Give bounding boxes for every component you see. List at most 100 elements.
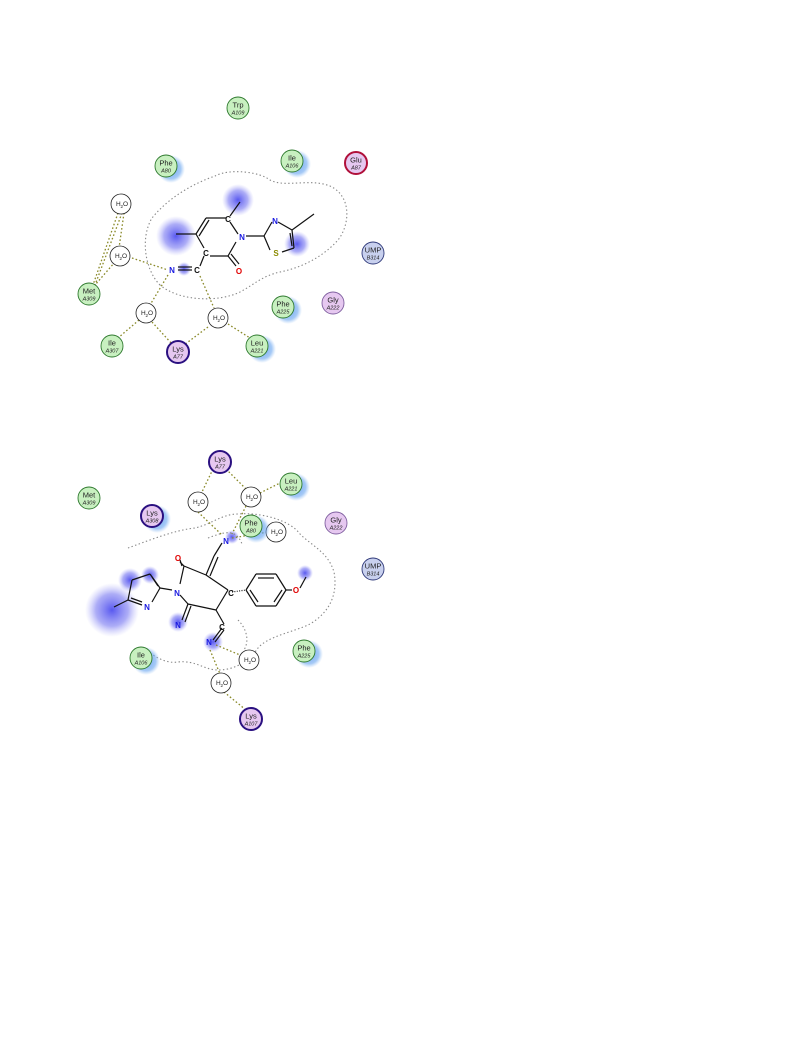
- ligand-exposure-blob: [118, 568, 142, 592]
- water-o: O: [251, 657, 256, 664]
- interaction-diagram-bottom: O N N N N C C N O H 2 O H 2 O: [77, 450, 385, 731]
- water-sub: 2: [218, 318, 221, 323]
- residue-number: A307: [105, 349, 120, 355]
- residue-number: B314: [367, 572, 380, 578]
- water-sub: 2: [198, 502, 201, 507]
- residue-name: Leu: [251, 339, 264, 348]
- water-molecule: H 2 O: [187, 491, 209, 513]
- atom-label: C: [203, 249, 209, 258]
- residue-name: Phe: [276, 300, 289, 309]
- water-molecule: H 2 O: [210, 672, 232, 694]
- ligand-exposure-blob: [222, 184, 254, 216]
- water-sub: 2: [146, 313, 149, 318]
- water-group: H 2 O H 2 O H 2 O H 2 O: [187, 486, 287, 694]
- water-sub: 2: [249, 660, 252, 665]
- residue-name: Leu: [285, 477, 298, 486]
- residue-number: A77: [172, 355, 184, 361]
- residue-disc: [77, 282, 101, 306]
- residue-disc: [129, 646, 153, 670]
- residue-disc: [166, 340, 190, 364]
- residue-name: Ile: [288, 154, 296, 163]
- residue-name: Met: [83, 491, 96, 500]
- water-o: O: [278, 529, 283, 536]
- ligand-exposure-blob: [203, 632, 223, 652]
- atom-label: N: [206, 638, 212, 647]
- residue-disc: [279, 472, 303, 496]
- residue-name: Gly: [327, 296, 339, 305]
- water-o: O: [148, 310, 153, 317]
- water-h: H: [213, 315, 218, 322]
- residue-disc: [292, 639, 316, 663]
- residue-name: Gly: [330, 516, 342, 525]
- residue-number: A225: [297, 654, 312, 660]
- residue-disc: [239, 514, 263, 538]
- water-o: O: [253, 494, 258, 501]
- residue-number: A309: [82, 501, 96, 507]
- water-o: O: [200, 499, 205, 506]
- residue-name: Phe: [244, 519, 257, 528]
- residue-name: Lys: [214, 455, 226, 464]
- residue-disc: [321, 291, 345, 315]
- ligand-exposure-blob: [225, 530, 239, 544]
- water-molecule: H 2 O: [240, 486, 262, 508]
- atom-label: C: [228, 589, 234, 598]
- ligand-exposure-blob: [156, 216, 196, 256]
- ligand-exposure-blob: [297, 565, 313, 581]
- ligand-exposure-blob: [284, 231, 310, 257]
- residue-disc: [361, 557, 385, 581]
- residue-number: A80: [160, 169, 172, 175]
- residue-disc: [226, 96, 250, 120]
- residue-name: UMP: [365, 562, 382, 571]
- residue-name: Trp: [233, 101, 244, 110]
- water-o: O: [122, 253, 127, 260]
- residue-disc: [245, 334, 269, 358]
- ligand-exposure-blob: [177, 262, 191, 276]
- water-sub: 2: [120, 256, 123, 261]
- residue-number: A106: [285, 164, 300, 170]
- residue-number: A106: [134, 661, 149, 667]
- residue-number: A221: [284, 487, 298, 493]
- residue-name: Phe: [159, 159, 172, 168]
- residue-number: A87: [350, 166, 362, 172]
- residue-number: A309: [82, 297, 96, 303]
- water-o: O: [123, 201, 128, 208]
- atom-label: N: [223, 537, 229, 546]
- residue-name: Ile: [108, 339, 116, 348]
- atom-label: O: [236, 267, 242, 276]
- residue-disc: [208, 450, 232, 474]
- residue-number: A77: [214, 465, 226, 471]
- water-molecule: H 2 O: [207, 307, 229, 329]
- water-sub: 2: [276, 532, 279, 537]
- atom-label: O: [293, 586, 299, 595]
- residue-number: A107: [244, 722, 259, 728]
- residue-disc: [324, 511, 348, 535]
- hbond-group: [197, 468, 283, 711]
- residue-number: A221: [250, 349, 264, 355]
- atom-label: N: [272, 217, 278, 226]
- residue-disc: [271, 295, 295, 319]
- water-h: H: [246, 494, 251, 501]
- residue-number: A109: [231, 111, 245, 117]
- water-group: H 2 O H 2 O H 2 O H 2 O: [109, 193, 229, 329]
- atom-label: N: [175, 621, 181, 630]
- water-h: H: [271, 529, 276, 536]
- residue-number: B314: [367, 256, 380, 262]
- water-molecule: H 2 O: [135, 302, 157, 324]
- residue-disc: [140, 504, 164, 528]
- residue-number: A80: [245, 529, 257, 535]
- atom-label: O: [175, 554, 181, 563]
- residue-disc: [77, 486, 101, 510]
